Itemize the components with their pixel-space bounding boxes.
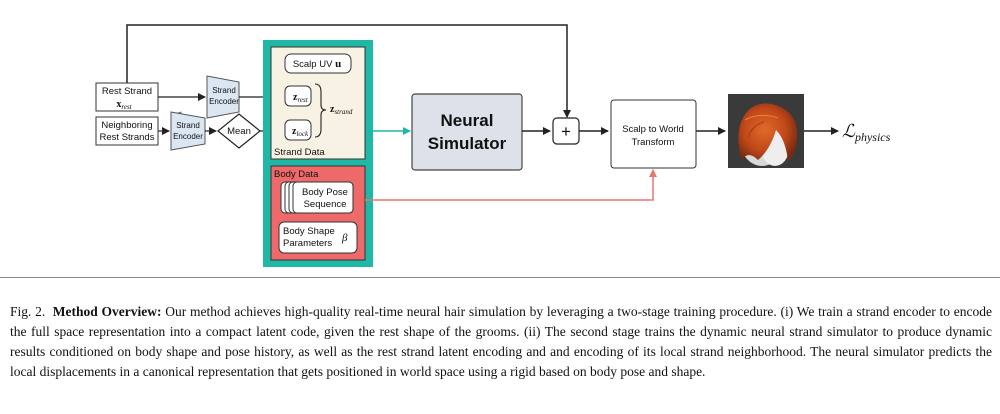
- neighboring-label-1: Neighboring: [101, 120, 152, 131]
- figure-caption: Fig. 2. Method Overview: Our method achi…: [10, 302, 992, 382]
- rest-strand-box: Rest Strand xrest: [95, 82, 159, 112]
- z-lock-label: zlock: [292, 126, 309, 138]
- svg-text:Strand: Strand: [176, 121, 200, 130]
- neural-simulator-box: Neural Simulator: [411, 93, 523, 171]
- figure-number: Fig. 2.: [10, 304, 46, 319]
- physics-loss-label: ℒphysics: [842, 121, 891, 144]
- svg-text:Scalp to World: Scalp to World: [622, 124, 684, 135]
- svg-text:Transform: Transform: [632, 137, 675, 148]
- method-overview-diagram: Rest Strand xrest Neighboring Rest Stran…: [95, 24, 891, 267]
- svg-text:Neural: Neural: [441, 111, 494, 130]
- body-data-panel: Body Data Body Pose Sequence Body Shape …: [270, 165, 366, 261]
- scalp-uv-label: Scalp UV u: [293, 58, 341, 70]
- strand-data-panel: Scalp UV u zrest zlock zstrand Strand Da…: [270, 46, 366, 160]
- caption-title: Method Overview:: [52, 304, 162, 319]
- body-pose-label-2: Sequence: [304, 199, 347, 210]
- strand-encoder-bottom: Strand Encoder: [170, 111, 206, 151]
- skip-connection-arrow: [126, 24, 571, 118]
- neighboring-label-2: Rest Strands: [100, 132, 155, 143]
- plus-node: +: [552, 117, 580, 145]
- neighboring-rest-strands-box: Neighboring Rest Strands: [95, 116, 159, 146]
- strand-encoder-top: Strand Encoder: [206, 75, 240, 119]
- svg-text:+: +: [561, 122, 571, 141]
- rest-strand-label: Rest Strand: [102, 86, 152, 97]
- svg-text:Encoder: Encoder: [209, 97, 239, 106]
- body-pose-label-1: Body Pose: [302, 187, 348, 198]
- beta-symbol: β: [341, 232, 348, 244]
- hair-render-image: [728, 94, 804, 168]
- svg-text:Mean: Mean: [227, 126, 251, 137]
- svg-text:Encoder: Encoder: [173, 132, 203, 141]
- z-strand-label: zstrand: [330, 104, 353, 116]
- body-shape-label-1: Body Shape: [283, 226, 335, 237]
- mean-diamond: Mean: [217, 113, 261, 149]
- caption-separator: [0, 277, 1000, 278]
- strand-data-label: Strand Data: [274, 147, 325, 158]
- rest-strand-var: xrest: [116, 99, 132, 111]
- svg-text:Strand: Strand: [212, 86, 236, 95]
- caption-text: Our method achieves high-quality real-ti…: [10, 304, 993, 379]
- svg-text:Simulator: Simulator: [428, 134, 507, 153]
- z-rest-label: zrest: [293, 92, 309, 104]
- body-data-arrow: [365, 169, 657, 201]
- body-shape-label-2: Parameters: [283, 238, 332, 249]
- body-data-label: Body Data: [274, 169, 319, 180]
- scalp-to-world-transform-box: Scalp to World Transform: [610, 99, 697, 169]
